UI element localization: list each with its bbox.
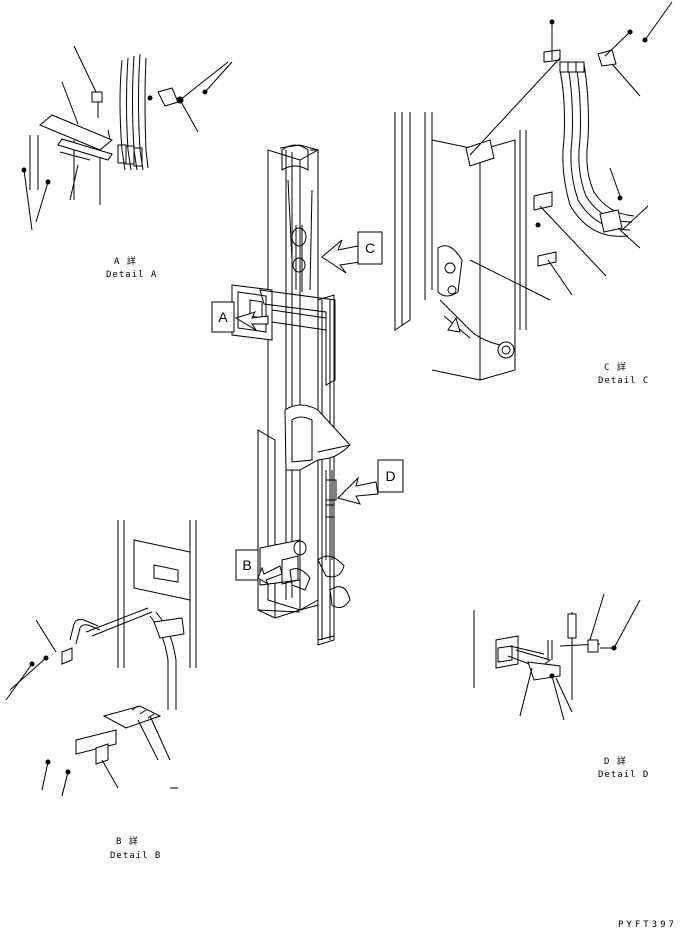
detail-c-kanji: 詳 xyxy=(616,363,627,373)
detail-c-heading: C 詳 xyxy=(604,360,627,373)
detail-a-kanji: 詳 xyxy=(126,257,137,267)
callout-box-c xyxy=(357,231,383,265)
detail-c-caption: Detail C xyxy=(598,376,650,386)
mast-assembly xyxy=(231,144,379,646)
detail-b-kanji: 詳 xyxy=(128,837,139,847)
callout-b: B xyxy=(242,557,252,573)
detail-d-letter: D xyxy=(604,757,611,767)
detail-a-drawing xyxy=(21,45,233,231)
callout-box-b xyxy=(235,549,259,581)
callout-c: C xyxy=(364,240,376,256)
detail-b-drawing xyxy=(5,520,197,797)
callout-box-a xyxy=(211,301,235,333)
drawing-code: PYFT397 xyxy=(618,920,677,930)
callout-d: D xyxy=(385,468,396,484)
detail-d-kanji: 詳 xyxy=(616,757,627,767)
detail-b-letter: B xyxy=(116,837,123,847)
detail-d-caption: Detail D xyxy=(598,770,650,780)
detail-d-drawing xyxy=(473,593,641,721)
detail-b-caption: Detail B xyxy=(110,851,162,861)
detail-d-heading: D 詳 xyxy=(604,754,627,767)
detail-b-heading: B 詳 xyxy=(116,834,139,847)
detail-a-letter: A xyxy=(114,257,121,267)
detail-c-letter: C xyxy=(604,363,611,373)
detail-c-drawing xyxy=(394,1,673,381)
callout-a: A xyxy=(218,309,228,325)
detail-a-heading: A 詳 xyxy=(114,254,137,267)
callout-box-d xyxy=(377,459,404,493)
detail-a-caption: Detail A xyxy=(106,270,158,280)
